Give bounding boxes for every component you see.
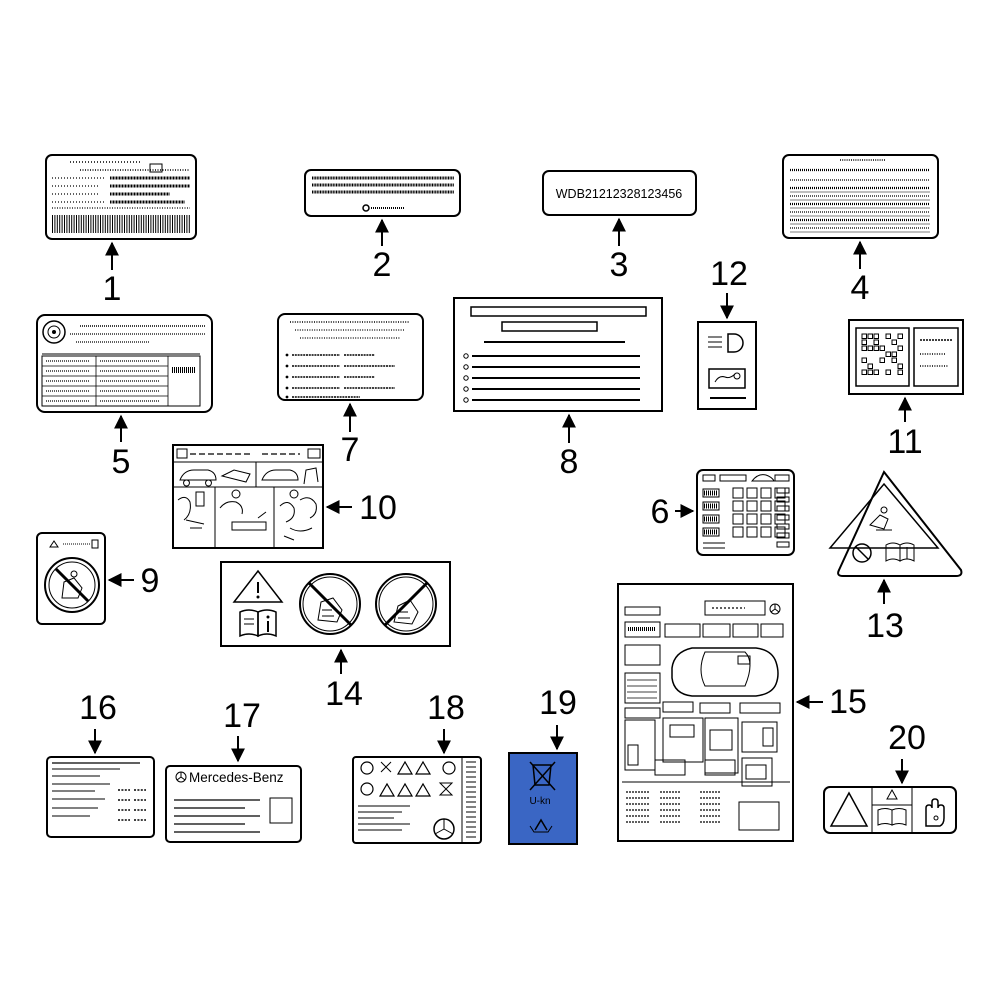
callout-11: 11 xyxy=(887,423,922,461)
label-20[interactable] xyxy=(823,786,957,834)
no-child-seat-icon xyxy=(852,543,872,563)
mercedes-star-icon xyxy=(433,818,455,840)
no-child-seat-icon xyxy=(299,573,361,635)
text-lines xyxy=(790,159,930,233)
mercedes-star-icon xyxy=(175,771,187,783)
callout-4: 4 xyxy=(851,269,870,307)
label-17[interactable]: Mercedes-Benz xyxy=(165,765,302,843)
callout-3: 3 xyxy=(610,246,629,284)
label-3[interactable]: WDB21212328123456 xyxy=(542,170,697,216)
callout-15: 15 xyxy=(829,683,867,721)
callout-5: 5 xyxy=(112,443,131,481)
manual-book-icon xyxy=(885,542,915,562)
callout-16: 16 xyxy=(79,689,117,727)
airbag-sketches xyxy=(176,448,321,541)
callout-19: 19 xyxy=(539,684,577,722)
label-8[interactable] xyxy=(453,297,663,412)
callout-2: 2 xyxy=(373,246,392,284)
label-2[interactable] xyxy=(304,169,461,217)
bullet-lines xyxy=(463,353,640,403)
text-lines xyxy=(285,321,410,399)
recycle-icon xyxy=(529,818,553,833)
vin-text: WDB21212328123456 xyxy=(556,187,683,201)
no-child-seat-icon xyxy=(44,557,100,613)
manual-book-icon xyxy=(877,808,907,826)
warning-triangle-icon xyxy=(232,569,284,603)
headlamp-icon xyxy=(708,333,744,353)
callout-7: 7 xyxy=(341,431,360,469)
label-10[interactable] xyxy=(172,444,324,549)
callout-8: 8 xyxy=(560,443,579,481)
qr-code-icon xyxy=(861,333,903,375)
label-19[interactable]: U-kn xyxy=(508,752,578,845)
callout-12: 12 xyxy=(710,255,748,293)
hand-icon xyxy=(925,798,945,827)
callout-13: 13 xyxy=(866,607,904,645)
callout-14: 14 xyxy=(325,675,363,713)
label-1[interactable] xyxy=(45,154,197,240)
fuse-layout xyxy=(622,600,790,831)
label-13[interactable] xyxy=(828,470,963,577)
label-18[interactable] xyxy=(352,756,482,844)
label-15[interactable] xyxy=(617,583,794,842)
manual-book-icon xyxy=(239,609,277,638)
warning-symbols xyxy=(358,760,476,838)
text-lines xyxy=(52,762,146,821)
label-9[interactable] xyxy=(36,532,106,625)
label-6[interactable] xyxy=(696,469,795,556)
label-12[interactable] xyxy=(697,321,757,410)
callout-18: 18 xyxy=(427,689,465,727)
label-4[interactable] xyxy=(782,154,939,239)
engine-oil-icon xyxy=(708,368,746,389)
text-lines xyxy=(174,799,260,833)
tire-icon xyxy=(42,320,66,344)
brand-text: Mercedes-Benz xyxy=(189,770,284,785)
barcode-lines xyxy=(52,161,190,233)
text-lines xyxy=(920,339,952,367)
callout-9: 9 xyxy=(141,562,160,600)
info-icon xyxy=(266,615,270,632)
callout-6: 6 xyxy=(651,493,670,531)
recycle-code-text: U-kn xyxy=(529,796,550,807)
callout-1: 1 xyxy=(103,270,122,308)
crossed-bin-icon xyxy=(529,761,556,791)
callout-10: 10 xyxy=(359,489,397,527)
label-14[interactable] xyxy=(220,561,451,647)
label-16[interactable] xyxy=(46,756,155,838)
fuse-grid xyxy=(702,474,790,549)
callout-17: 17 xyxy=(223,697,261,735)
label-7[interactable] xyxy=(277,313,424,401)
warning-triangle-icon xyxy=(829,791,869,827)
mercedes-star-icon xyxy=(769,603,781,615)
no-child-seat-icon xyxy=(375,573,437,635)
callout-20: 20 xyxy=(888,719,926,757)
child-seat-icon xyxy=(869,506,892,531)
label-11[interactable] xyxy=(848,319,964,395)
label-5[interactable] xyxy=(36,314,213,413)
car-outline-icon xyxy=(671,647,779,697)
text-lines xyxy=(312,176,454,194)
table-lines xyxy=(41,325,205,407)
